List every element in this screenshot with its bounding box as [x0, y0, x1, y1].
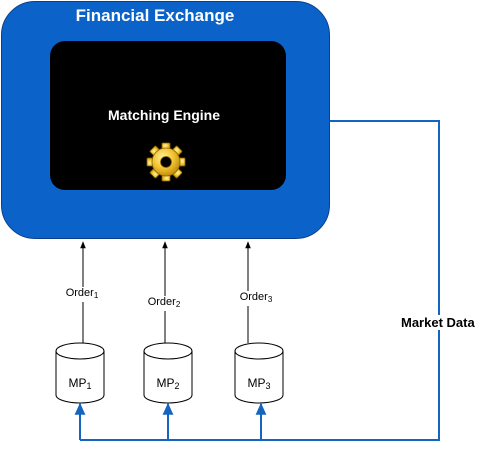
exchange-title: Financial Exchange [75, 6, 235, 25]
engine-title: Matching Engine [108, 107, 220, 123]
market-data-label: Market Data [399, 315, 477, 330]
order-3-label: Order3 [238, 291, 274, 306]
market-data-line [80, 120, 440, 441]
gear-icon [146, 142, 186, 182]
order-1-label: Order1 [64, 287, 100, 302]
mp-1-label: MP1 [68, 376, 92, 391]
mp-2-label: MP2 [156, 376, 180, 391]
mp-2-cylinder [143, 342, 193, 404]
mp-3-cylinder [234, 342, 284, 404]
mp-1-cylinder [55, 342, 105, 404]
order-2-label: Order2 [146, 296, 182, 311]
mp-3-label: MP3 [247, 376, 271, 391]
